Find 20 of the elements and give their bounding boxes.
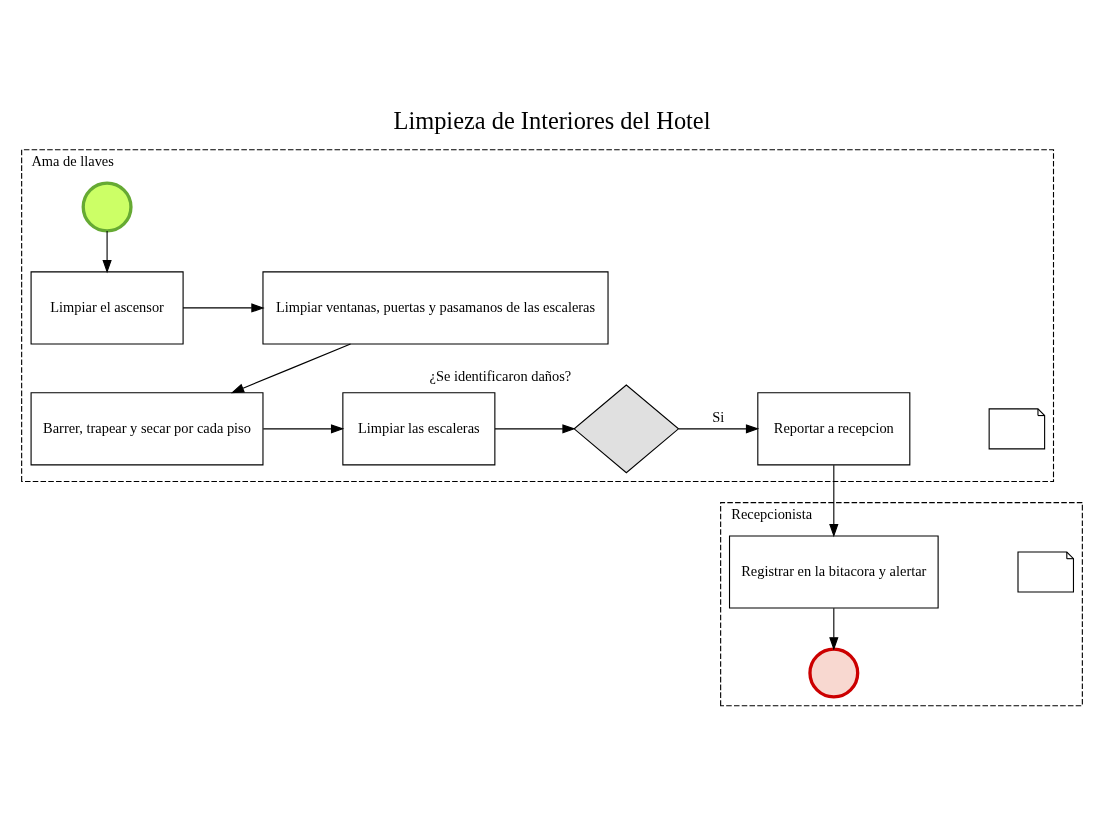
arrow: [829, 464, 839, 537]
arrow: [182, 302, 265, 313]
node-box: Limpiar ventanas, puertas y pasamanos de las escaleras: [262, 270, 609, 345]
edge-label: Si: [712, 408, 725, 425]
arrow: [494, 423, 576, 434]
node-diamond: [573, 383, 680, 473]
node-box: Barrer, trapear y secar por cada piso: [30, 391, 264, 465]
node-circle: [808, 646, 860, 698]
arrow: [262, 423, 345, 434]
node-box: Registrar en la bitacora y alertar: [728, 534, 939, 609]
arrow: [230, 342, 352, 393]
arrow: [829, 607, 839, 651]
arrow: [102, 229, 112, 273]
node-box: Limpiar las escaleras: [342, 391, 496, 465]
diagram-title: Limpieza de Interiores del Hotel: [393, 106, 711, 134]
arrow: [678, 423, 760, 434]
node-box: Reportar a recepcion: [757, 391, 911, 465]
node-box: Limpiar el ascensor: [30, 270, 184, 345]
node-label: ¿Se identificaron daños?: [429, 367, 572, 384]
node-circle: [81, 180, 133, 232]
